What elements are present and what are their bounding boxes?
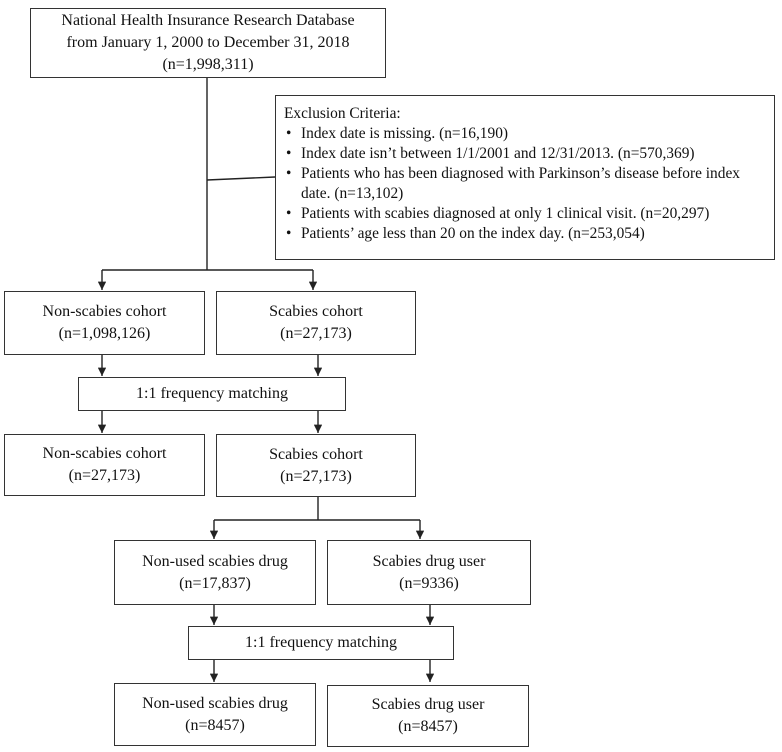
- source-database-box: National Health Insurance Research Datab…: [30, 8, 386, 78]
- source-count: (n=1,998,311): [162, 56, 254, 73]
- scabies-cohort-box: Scabies cohort (n=27,173): [216, 291, 416, 355]
- non-scabies-cohort-label: Non-scabies cohort: [42, 303, 167, 320]
- matching-label-2: 1:1 frequency matching: [245, 634, 397, 651]
- matching-label-1: 1:1 frequency matching: [136, 385, 288, 402]
- non-used-drug-box: Non-used scabies drug (n=17,837): [114, 540, 316, 605]
- non-used-drug-label: Non-used scabies drug: [142, 552, 288, 570]
- non-scabies-cohort-count: (n=1,098,126): [58, 325, 151, 342]
- exclusion-criteria-box: Exclusion Criteria: Index date is missin…: [275, 95, 775, 260]
- matched-drug-user-label: Scabies drug user: [371, 696, 485, 713]
- matched-non-used-label: Non-used scabies drug: [142, 694, 288, 712]
- non-scabies-cohort-box: Non-scabies cohort (n=1,098,126): [4, 291, 205, 355]
- drug-user-count: (n=9336): [399, 574, 459, 592]
- matching-box-1: 1:1 frequency matching: [78, 377, 346, 411]
- drug-user-label: Scabies drug user: [372, 552, 486, 570]
- source-line-1: National Health Insurance Research Datab…: [61, 12, 355, 29]
- drug-user-box: Scabies drug user (n=9336): [327, 540, 531, 605]
- connector-to-exclusion: [206, 176, 276, 181]
- scabies-cohort-count: (n=27,173): [280, 325, 352, 342]
- matched-non-used-count: (n=8457): [185, 716, 245, 734]
- matched-non-scabies-count: (n=27,173): [68, 467, 141, 484]
- matched-scabies-cohort-box: Scabies cohort (n=27,173): [216, 434, 416, 497]
- exclusion-item: Patients who has been diagnosed with Par…: [284, 164, 768, 204]
- exclusion-list: Index date is missing. (n=16,190) Index …: [284, 124, 768, 244]
- matched-non-scabies-label: Non-scabies cohort: [42, 445, 167, 462]
- matched-non-scabies-cohort-box: Non-scabies cohort (n=27,173): [4, 434, 205, 496]
- matched-non-used-drug-box: Non-used scabies drug (n=8457): [114, 683, 316, 746]
- exclusion-item: Patients with scabies diagnosed at only …: [284, 204, 768, 224]
- scabies-cohort-label: Scabies cohort: [269, 303, 363, 320]
- non-used-drug-count: (n=17,837): [179, 574, 251, 592]
- matching-box-2: 1:1 frequency matching: [188, 626, 454, 660]
- matched-drug-user-box: Scabies drug user (n=8457): [327, 685, 529, 747]
- matched-scabies-count: (n=27,173): [280, 467, 352, 485]
- matched-drug-user-count: (n=8457): [398, 718, 458, 735]
- exclusion-item: Patients’ age less than 20 on the index …: [284, 224, 768, 244]
- exclusion-item: Index date isn’t between 1/1/2001 and 12…: [284, 144, 768, 164]
- matched-scabies-label: Scabies cohort: [269, 445, 363, 463]
- source-line-2: from January 1, 2000 to December 31, 201…: [66, 34, 350, 51]
- exclusion-title: Exclusion Criteria:: [284, 105, 401, 122]
- exclusion-item: Index date is missing. (n=16,190): [284, 124, 768, 144]
